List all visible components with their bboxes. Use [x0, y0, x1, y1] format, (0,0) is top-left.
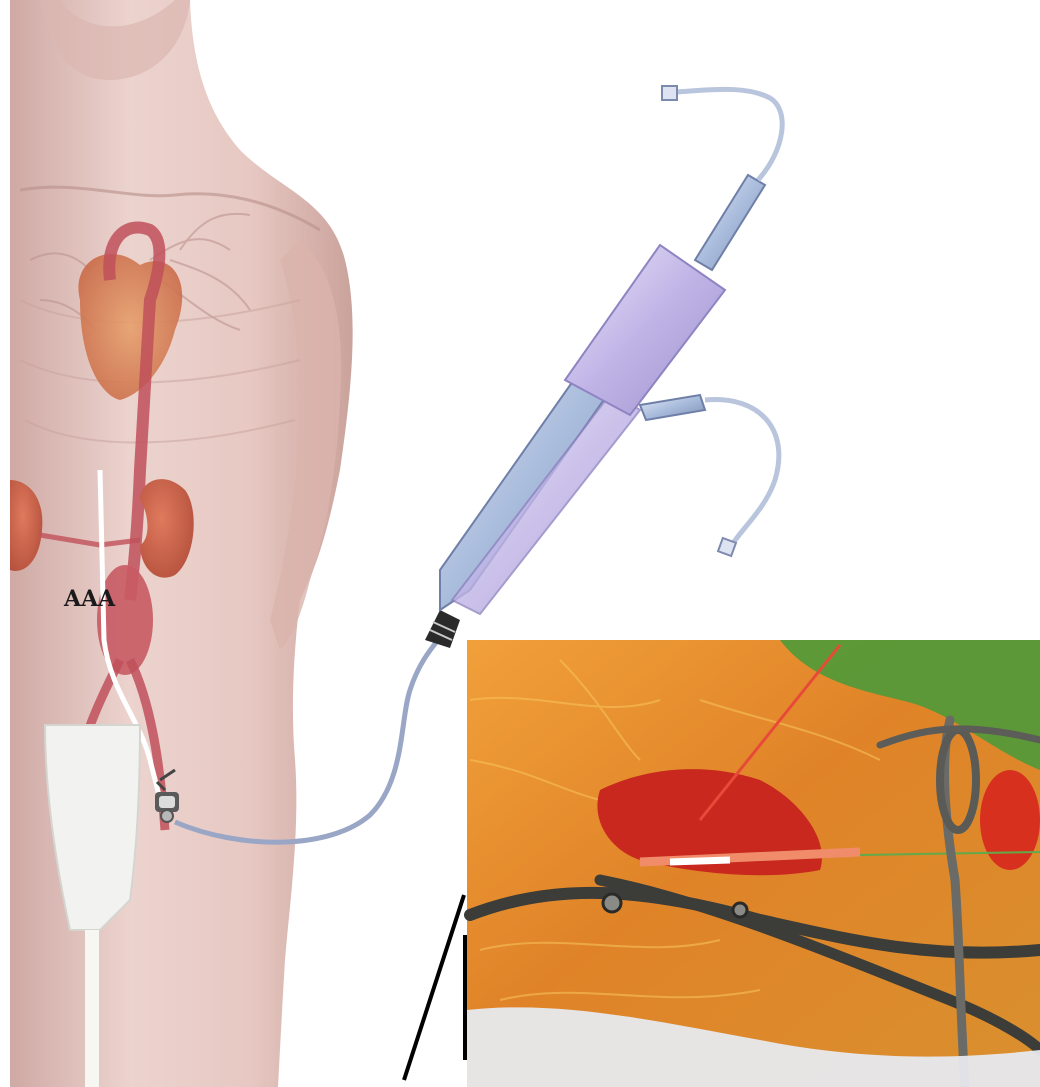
device-handle	[565, 245, 725, 415]
callout-line	[404, 895, 464, 1080]
endovascular-device	[425, 86, 782, 648]
sheath-white-band	[670, 860, 730, 862]
surgical-photo	[467, 640, 1040, 1087]
side-line	[705, 400, 779, 548]
aneurysm-label: AAA	[64, 586, 115, 612]
plunger-line	[675, 89, 782, 180]
human-body-figure	[10, 0, 353, 1087]
side-port	[640, 395, 705, 420]
blood-pool	[980, 770, 1040, 870]
device-plunger	[695, 175, 765, 270]
plunger-line-cap-icon	[662, 86, 677, 100]
drape-strip	[85, 930, 99, 1087]
device-tip-icon	[425, 610, 460, 648]
